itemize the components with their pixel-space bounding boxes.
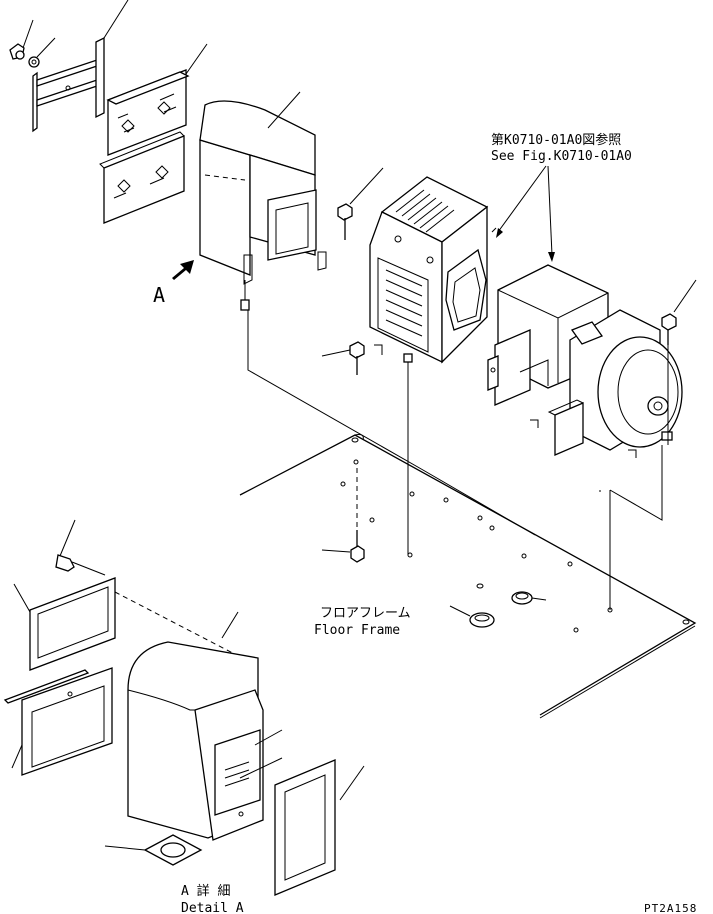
ref-note-jp: 第K0710-01A0図参照 [491,132,621,148]
detail-pin [55,519,106,576]
detail-label-jp: A 詳 細 [181,883,230,899]
detail-seal-frame [274,759,365,896]
detail-housing [127,611,283,841]
duct-housing [199,91,327,311]
detail-label-en: Detail A [181,901,244,914]
floor-frame-label-en: Floor Frame [314,623,400,638]
grommet-2 [449,605,495,628]
bolt-2 [321,341,365,375]
washer [28,37,56,68]
upper-plate [106,43,208,156]
wing-nut [9,19,34,60]
bracket [32,0,129,133]
view-a-label: A [153,283,165,307]
ref-arrows [496,165,555,262]
ref-note-en: See Fig.K0710-01A0 [491,149,632,164]
bolt-4 [321,468,365,563]
floor-frame [239,434,697,719]
bolt-1 [337,167,384,240]
detail-gasket [104,834,203,866]
detail-strip [3,669,90,704]
blower-unit [487,264,683,458]
leader-lines [247,310,669,610]
grommet-1 [511,591,547,605]
drawing-code: PT2A158 [644,902,697,914]
detail-filter-frame-upper [13,577,251,671]
bolt-3 [661,279,697,345]
lower-plate [99,131,185,224]
view-a-arrow [172,260,194,280]
heater-unit [369,176,497,555]
floor-frame-label-jp: フロアフレーム [320,606,411,621]
detail-filter-frame-lower [11,667,113,776]
